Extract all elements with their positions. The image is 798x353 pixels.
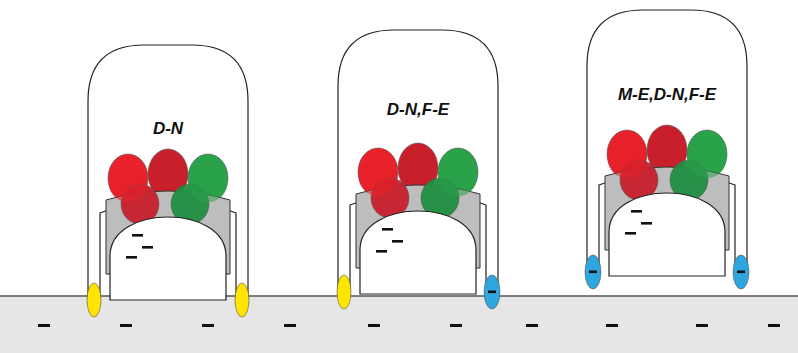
- protein-dome: M-E,D-N,F-E: [587, 10, 747, 275]
- dome-outline: [88, 45, 248, 303]
- surface-line: [0, 295, 798, 297]
- surface-charges: [38, 324, 780, 327]
- dome-label: D-N,F-E: [338, 100, 498, 120]
- protein-dome: D-N,F-E: [338, 30, 498, 295]
- dome-label: M-E,D-N,F-E: [587, 85, 747, 105]
- dome-shape: [338, 30, 498, 295]
- dome-label: D-N: [88, 119, 248, 139]
- dome-shape: [587, 10, 747, 275]
- protein-dome: D-N: [88, 45, 248, 303]
- dome-shape: [88, 45, 248, 303]
- dome-outline: [338, 30, 498, 295]
- surface-fill: [0, 296, 798, 353]
- dome-outline: [587, 10, 747, 275]
